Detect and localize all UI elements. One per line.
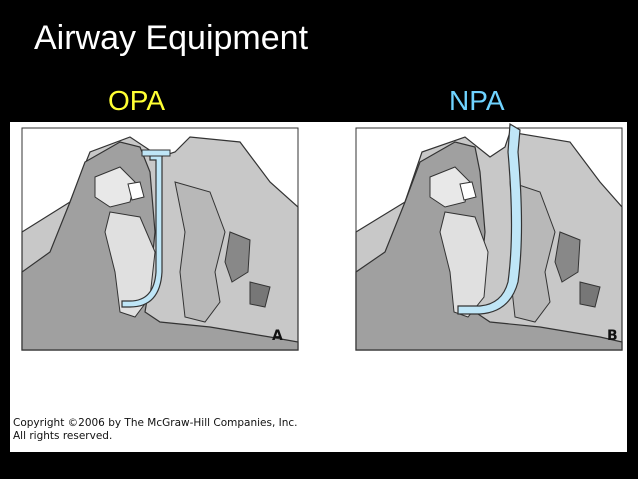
- panel-letter-a: A: [272, 328, 283, 344]
- opa-label: OPA: [108, 85, 166, 116]
- copyright-line-1: Copyright ©2006 by The McGraw-Hill Compa…: [13, 417, 298, 429]
- figure-panel: A B Copyright ©2006 by The McGraw-Hill C…: [10, 122, 627, 452]
- npa-label: NPA: [449, 85, 505, 116]
- panel-letter-b: B: [607, 328, 618, 344]
- copyright-line-2: All rights reserved.: [13, 430, 113, 442]
- npa-illustration: B: [355, 122, 623, 351]
- opa-illustration: A: [21, 127, 299, 351]
- slide-title: Airway Equipment: [34, 19, 309, 57]
- copyright-notice: Copyright ©2006 by The McGraw-Hill Compa…: [13, 417, 298, 443]
- airway-illustration: A B: [21, 122, 623, 351]
